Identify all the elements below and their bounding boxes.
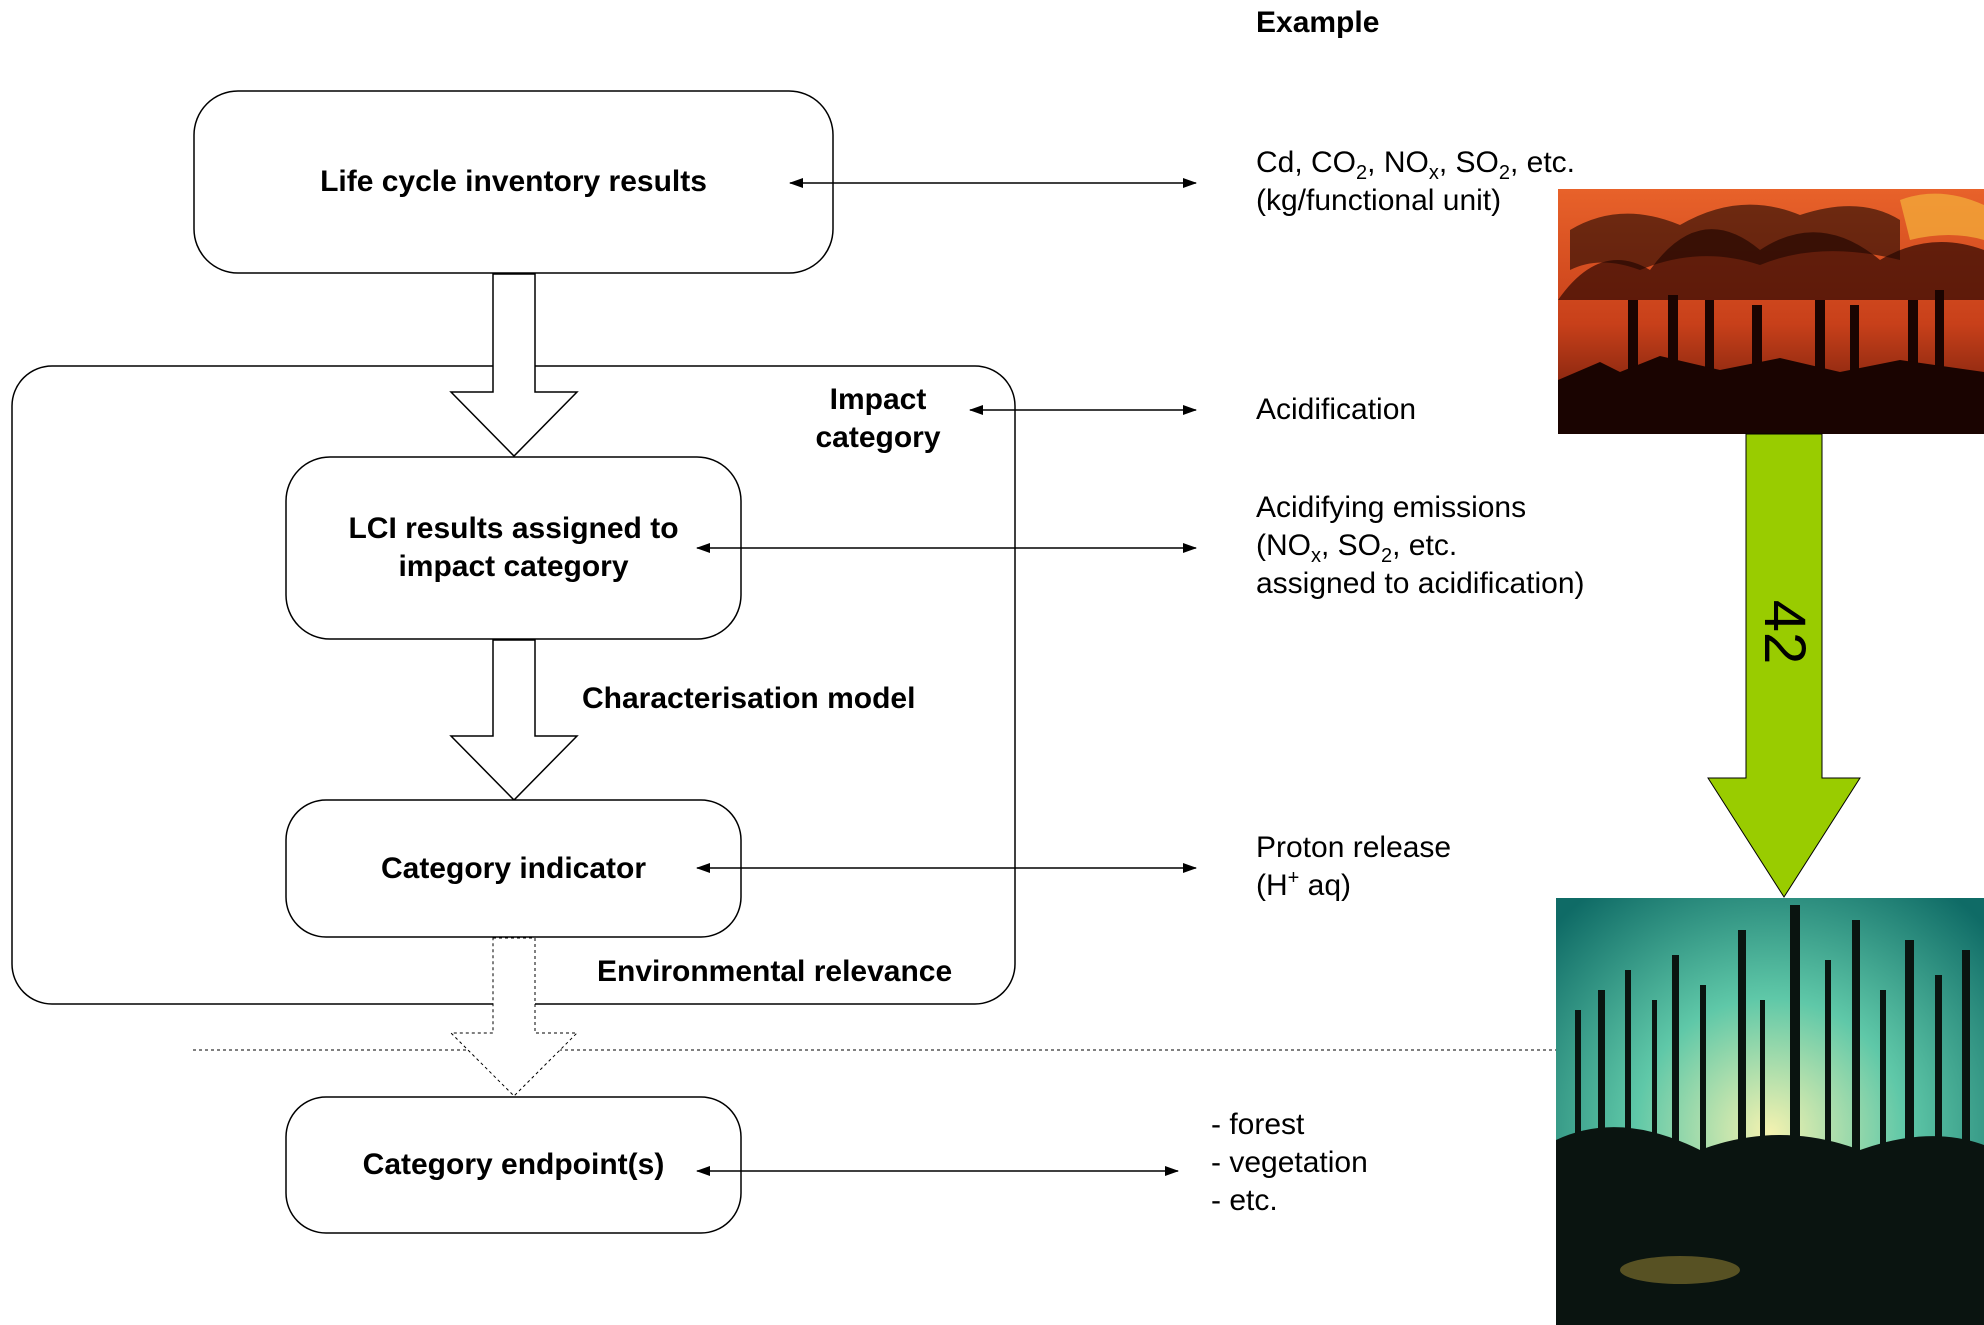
lci-assigned-line1: LCI results assigned to bbox=[348, 512, 679, 545]
proton-line1: Proton release bbox=[1256, 831, 1452, 864]
acidifying-line3: assigned to acidification) bbox=[1256, 567, 1585, 600]
category-indicator-label: Category indicator bbox=[380, 851, 647, 885]
emissions-line: Cd, CO2, NOx, SO2, etc. bbox=[1256, 146, 1575, 184]
environmental-relevance-label: Environmental relevance bbox=[597, 955, 953, 988]
dead-forest-photo bbox=[1556, 898, 1984, 1325]
down-arrow-3-dashed bbox=[449, 937, 579, 1097]
endpoint-vegetation: - vegetation bbox=[1211, 1146, 1368, 1179]
acidifying-example: Acidifying emissions (NOx, SO2, etc. ass… bbox=[1256, 489, 1585, 603]
emissions-example: Cd, CO2, NOx, SO2, etc. (kg/functional u… bbox=[1256, 144, 1575, 220]
acidification-example: Acidification bbox=[1256, 393, 1417, 426]
category-endpoints-label: Category endpoint(s) bbox=[362, 1148, 665, 1181]
lci-results-label: Life cycle inventory results bbox=[320, 165, 707, 198]
acidifying-line1: Acidifying emissions bbox=[1256, 491, 1527, 524]
big-green-arrow bbox=[1707, 433, 1861, 898]
impact-category-label: Impact category bbox=[808, 381, 948, 457]
down-arrow-2 bbox=[449, 639, 579, 802]
endpoint-forest: - forest bbox=[1211, 1108, 1305, 1141]
acidifying-line2: (NOx, SO2, etc. bbox=[1256, 529, 1458, 567]
emissions-unit: (kg/functional unit) bbox=[1256, 184, 1502, 217]
down-arrow-1 bbox=[449, 273, 579, 458]
category-endpoints-box bbox=[285, 1096, 742, 1234]
lci-assigned-label: LCI results assigned to impact category bbox=[286, 457, 741, 639]
factory-smokestacks-photo bbox=[1558, 189, 1984, 434]
lci-assigned-line2: impact category bbox=[398, 550, 629, 583]
example-heading: Example bbox=[1256, 6, 1380, 39]
impact-category-line1: Impact bbox=[829, 383, 927, 416]
proton-line2: (H+ aq) bbox=[1256, 867, 1352, 902]
proton-example: Proton release (H+ aq) bbox=[1256, 829, 1451, 905]
endpoints-example: - forest - vegetation - etc. bbox=[1211, 1106, 1368, 1220]
arrow-number-label: 42 bbox=[1752, 599, 1817, 665]
endpoint-etc: - etc. bbox=[1211, 1184, 1278, 1217]
impact-category-line2: category bbox=[815, 421, 941, 454]
characterisation-model-label: Characterisation model bbox=[582, 682, 916, 715]
